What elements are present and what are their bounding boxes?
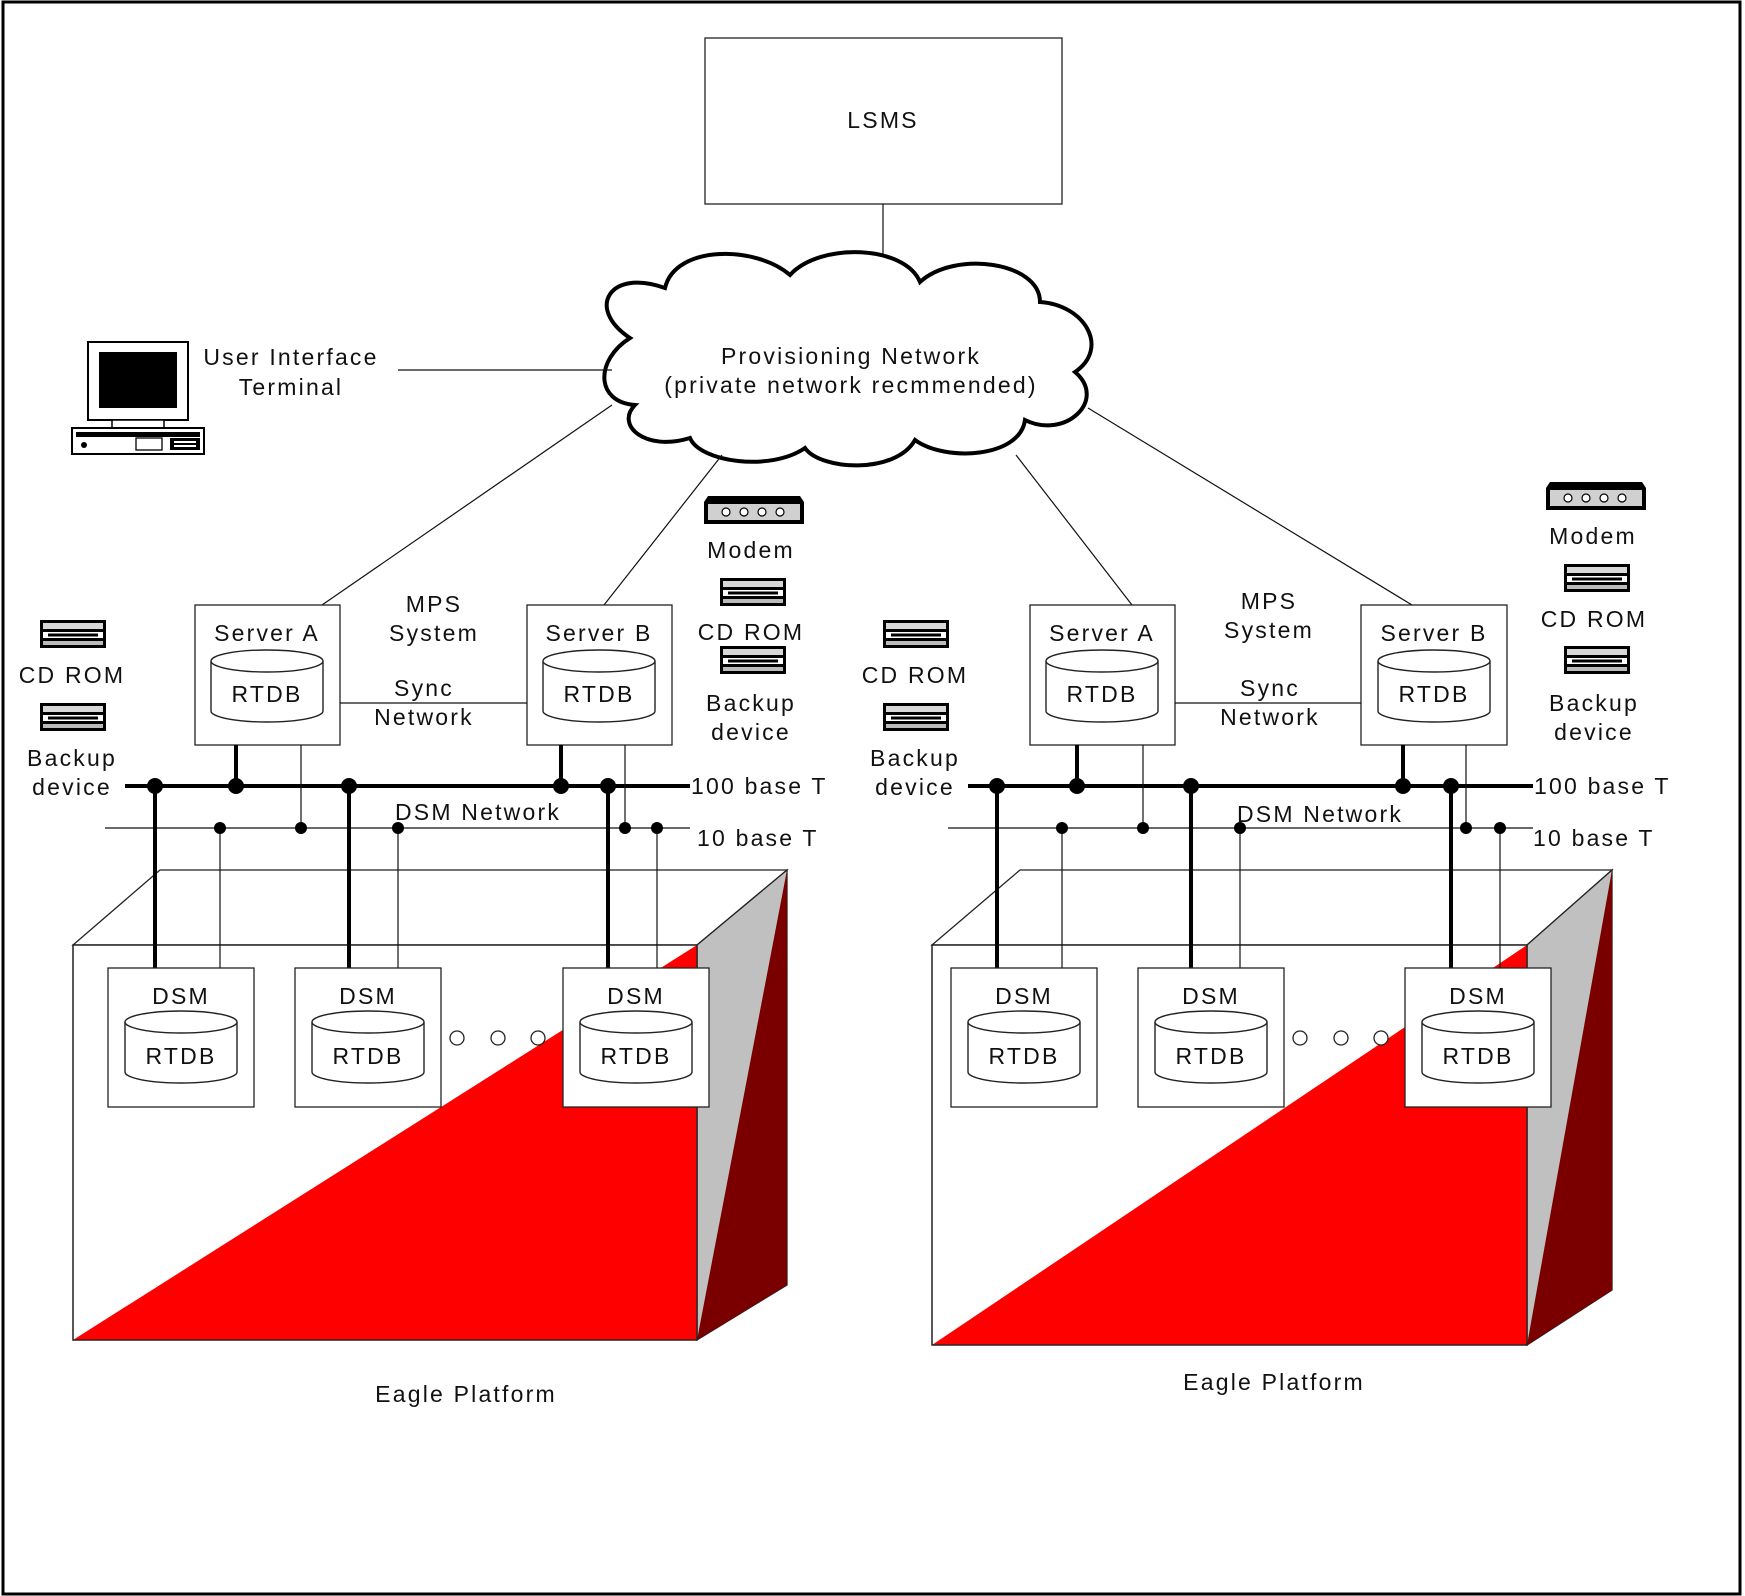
cdrom-drive-icon bbox=[40, 620, 106, 648]
right-cdrom-label: CD ROM bbox=[1541, 606, 1647, 632]
lsms-label: LSMS bbox=[847, 107, 918, 133]
backup-drive-icon bbox=[720, 646, 786, 674]
dsm-label: DSM bbox=[607, 983, 665, 1009]
modem-icon bbox=[1545, 481, 1647, 511]
dsm-card: DSM RTDB bbox=[294, 967, 442, 1108]
net-100-label: 100 base T bbox=[691, 773, 828, 799]
net-10-label: 10 base T bbox=[697, 825, 819, 851]
server-a-label: Server A bbox=[214, 620, 320, 646]
mps-label-line2: System bbox=[389, 620, 479, 646]
right-backup-label-line2: device bbox=[711, 719, 791, 745]
terminal-label-line1: User Interface bbox=[203, 344, 378, 370]
server-b-label: Server B bbox=[1380, 620, 1487, 646]
computer-terminal-icon bbox=[71, 341, 205, 455]
dsm-label: DSM bbox=[1182, 983, 1240, 1009]
backup-drive-icon bbox=[1564, 646, 1630, 674]
cdrom-drive-icon bbox=[720, 578, 786, 606]
modem-label: Modem bbox=[1549, 523, 1637, 549]
left-backup-label-line2: device bbox=[875, 774, 955, 800]
cdrom-drive-icon bbox=[1564, 564, 1630, 592]
left-cdrom-label: CD ROM bbox=[19, 662, 125, 688]
dsm-card: DSM RTDB bbox=[950, 967, 1098, 1108]
cloud-icon bbox=[602, 250, 1094, 468]
sync-label-line1: Sync bbox=[394, 675, 454, 701]
sync-label-line1: Sync bbox=[1240, 675, 1300, 701]
ellipsis-dots bbox=[449, 1030, 546, 1046]
site-left: Server A RTDB Server B RTDB MPS System S… bbox=[19, 495, 828, 1407]
dsm-network-label: DSM Network bbox=[395, 799, 561, 825]
server-a: Server A RTDB bbox=[194, 604, 341, 746]
dsm-db-label: RTDB bbox=[333, 1043, 404, 1069]
backup-drive-icon bbox=[40, 703, 106, 731]
server-a-db-label: RTDB bbox=[232, 681, 303, 707]
server-a: Server A RTDB bbox=[1029, 604, 1176, 746]
net-10-label: 10 base T bbox=[1533, 825, 1655, 851]
mps-label-line1: MPS bbox=[406, 591, 462, 617]
mps-label-line1: MPS bbox=[1241, 588, 1297, 614]
provisioning-network-cloud: Provisioning Network (private network re… bbox=[602, 250, 1094, 468]
cloud-label-line1: Provisioning Network bbox=[721, 343, 981, 369]
right-cdrom-label: CD ROM bbox=[698, 619, 804, 645]
dsm-db-label: RTDB bbox=[989, 1043, 1060, 1069]
user-interface-terminal: User Interface Terminal bbox=[71, 341, 378, 455]
right-backup-label-line2: device bbox=[1554, 719, 1634, 745]
dsm-card: DSM RTDB bbox=[107, 967, 255, 1108]
modem-label: Modem bbox=[707, 537, 795, 563]
cdrom-drive-icon bbox=[883, 620, 949, 648]
server-a-db-label: RTDB bbox=[1067, 681, 1138, 707]
dsm-db-label: RTDB bbox=[146, 1043, 217, 1069]
platform-label: Eagle Platform bbox=[375, 1381, 557, 1407]
lsms-node: LSMS bbox=[704, 37, 1063, 205]
server-b-db-label: RTDB bbox=[564, 681, 635, 707]
cloud-label-line2: (private network recmmended) bbox=[664, 372, 1038, 398]
dsm-card: DSM RTDB bbox=[1137, 967, 1285, 1108]
left-cdrom-label: CD ROM bbox=[862, 662, 968, 688]
dsm-label: DSM bbox=[339, 983, 397, 1009]
terminal-label-line2: Terminal bbox=[239, 374, 344, 400]
dsm-label: DSM bbox=[995, 983, 1053, 1009]
dsm-network-label: DSM Network bbox=[1237, 801, 1403, 827]
dsm-label: DSM bbox=[1449, 983, 1507, 1009]
dsm-db-label: RTDB bbox=[1176, 1043, 1247, 1069]
server-b-label: Server B bbox=[545, 620, 652, 646]
sync-label-line2: Network bbox=[1220, 704, 1320, 730]
server-b-db-label: RTDB bbox=[1399, 681, 1470, 707]
ellipsis-dots bbox=[1292, 1030, 1389, 1046]
left-backup-label-line1: Backup bbox=[27, 745, 117, 771]
dsm-db-label: RTDB bbox=[1443, 1043, 1514, 1069]
right-backup-label-line1: Backup bbox=[1549, 690, 1639, 716]
backup-drive-icon bbox=[883, 703, 949, 731]
platform-label: Eagle Platform bbox=[1183, 1369, 1365, 1395]
site-right: Server A RTDB Server B RTDB MPS System S… bbox=[862, 481, 1671, 1395]
server-b: Server B RTDB bbox=[1360, 604, 1508, 746]
server-b: Server B RTDB bbox=[526, 604, 673, 746]
left-backup-label-line1: Backup bbox=[870, 745, 960, 771]
dsm-card: DSM RTDB bbox=[1404, 967, 1552, 1108]
dsm-label: DSM bbox=[152, 983, 210, 1009]
dsm-card: DSM RTDB bbox=[562, 967, 710, 1108]
server-a-label: Server A bbox=[1049, 620, 1155, 646]
dsm-db-label: RTDB bbox=[601, 1043, 672, 1069]
modem-icon bbox=[703, 495, 805, 525]
mps-label-line2: System bbox=[1224, 617, 1314, 643]
sync-label-line2: Network bbox=[374, 704, 474, 730]
left-backup-label-line2: device bbox=[32, 774, 112, 800]
right-backup-label-line1: Backup bbox=[706, 690, 796, 716]
net-100-label: 100 base T bbox=[1534, 773, 1671, 799]
